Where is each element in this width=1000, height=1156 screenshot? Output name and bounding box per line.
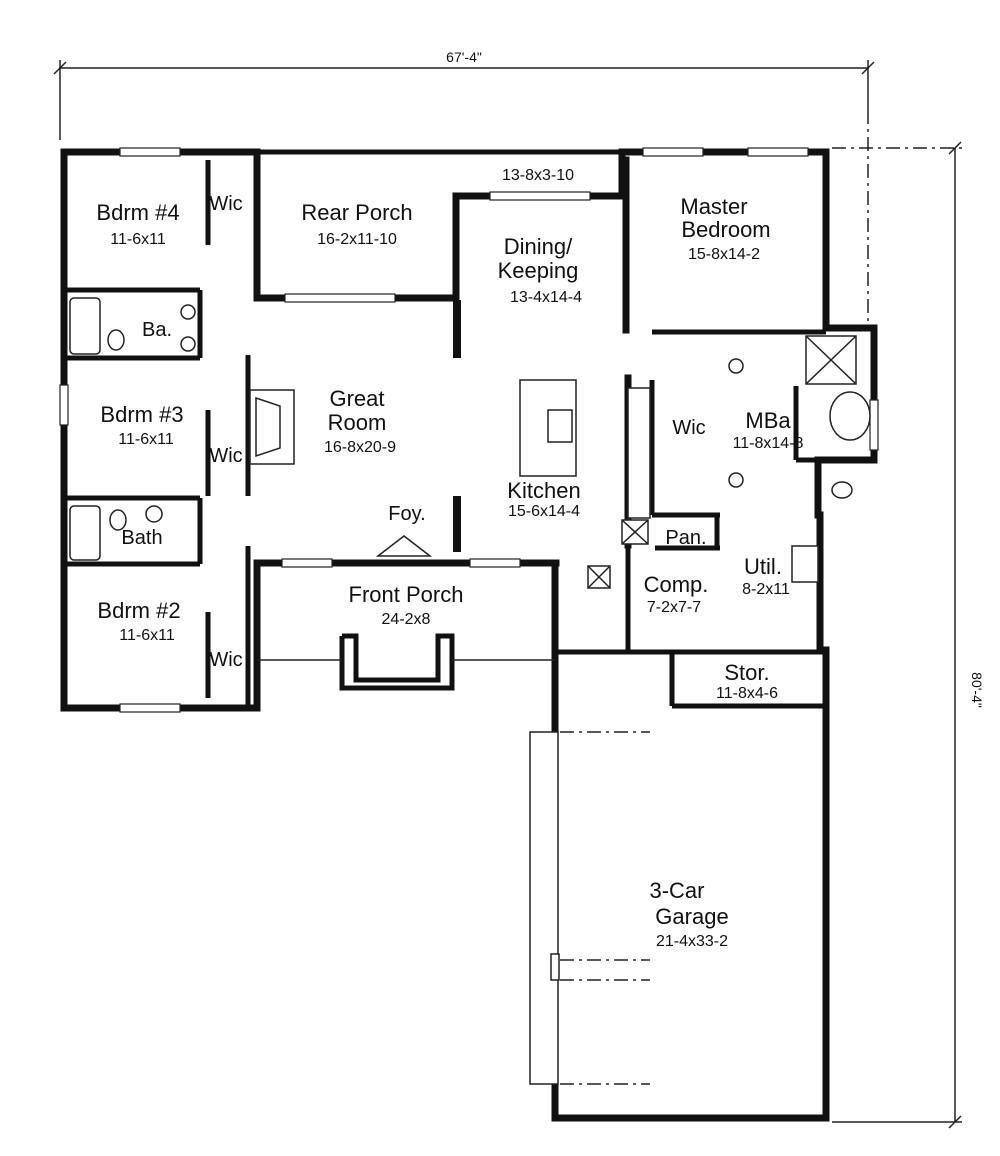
- room-bdrm3: Bdrm #3 11-6x11: [100, 402, 183, 448]
- room-comp: Comp. 7-2x7-7: [644, 572, 709, 616]
- rear-porch-name: Rear Porch: [301, 200, 412, 225]
- master-name-line2: Bedroom: [681, 217, 770, 242]
- kitchen-size: 15-6x14-4: [508, 503, 580, 520]
- front-porch-name: Front Porch: [349, 582, 464, 607]
- room-bdrm2: Bdrm #2 11-6x11: [97, 598, 180, 644]
- room-dining: Dining/ Keeping 13-4x14-4: [498, 234, 583, 306]
- ba-name: Ba.: [142, 319, 172, 341]
- garage-name-line2: Garage: [655, 904, 728, 929]
- rear-porch-ext-size: 13-8x3-10: [502, 167, 574, 184]
- room-front-porch: Front Porch 24-2x8: [349, 582, 464, 628]
- master-name-line1: Master: [680, 194, 747, 219]
- util-size: 8-2x11: [742, 581, 790, 598]
- stor-size: 11-8x4-6: [716, 685, 778, 702]
- garage-size: 21-4x33-2: [656, 933, 728, 950]
- dining-size: 13-4x14-4: [510, 289, 582, 306]
- room-stor: Stor. 11-8x4-6: [716, 660, 778, 702]
- comp-name: Comp.: [644, 572, 709, 597]
- bdrm4-size: 11-6x11: [110, 231, 166, 248]
- room-master-bedroom: Master Bedroom 15-8x14-2: [680, 194, 770, 263]
- exterior-walls: [60, 148, 878, 1122]
- garage-details: [529, 731, 650, 1085]
- stor-name: Stor.: [724, 660, 769, 685]
- dining-name-line2: Keeping: [498, 258, 579, 283]
- porch-columns: [257, 535, 555, 691]
- depth-dimension-label: 80'-4": [969, 672, 985, 708]
- great-room-name-line1: Great: [329, 386, 384, 411]
- width-dimension: 67'-4": [53, 49, 875, 330]
- room-kitchen: Kitchen 15-6x14-4: [507, 478, 580, 520]
- wic-master-name: Wic: [672, 417, 705, 439]
- rear-porch-size: 16-2x11-10: [317, 231, 397, 248]
- room-mba: MBa 11-8x14-8: [733, 408, 804, 452]
- bath-name: Bath: [121, 527, 162, 549]
- bdrm2-name: Bdrm #2: [97, 598, 180, 623]
- wic3-name: Wic: [209, 445, 242, 467]
- front-porch-size: 24-2x8: [382, 611, 431, 628]
- bdrm3-size: 11-6x11: [118, 431, 174, 448]
- room-bdrm4: Bdrm #4 11-6x11: [96, 200, 179, 248]
- great-room-name-line2: Room: [328, 410, 387, 435]
- garage-name-line1: 3-Car: [649, 878, 704, 903]
- mba-size: 11-8x14-8: [733, 435, 804, 452]
- util-name: Util.: [744, 554, 782, 579]
- dining-name-line1: Dining/: [504, 234, 573, 259]
- room-rear-porch: Rear Porch 16-2x11-10: [301, 200, 412, 248]
- width-dimension-label: 67'-4": [446, 49, 482, 65]
- bdrm3-name: Bdrm #3: [100, 402, 183, 427]
- wic2-name: Wic: [209, 649, 242, 671]
- bdrm4-name: Bdrm #4: [96, 200, 179, 225]
- room-garage: 3-Car Garage 21-4x33-2: [649, 878, 728, 950]
- comp-size: 7-2x7-7: [647, 599, 701, 616]
- depth-dimension: 80'-4": [832, 141, 985, 1129]
- master-size: 15-8x14-2: [688, 246, 760, 263]
- kitchen-name: Kitchen: [507, 478, 580, 503]
- fixtures: [69, 297, 871, 589]
- interior-walls: [64, 156, 826, 709]
- bdrm2-size: 11-6x11: [119, 627, 175, 644]
- foyer-name: Foy.: [388, 503, 425, 525]
- great-room-size: 16-8x20-9: [324, 439, 396, 456]
- pantry-name: Pan.: [665, 527, 706, 549]
- wic4-name: Wic: [209, 193, 242, 215]
- windows: [59, 147, 879, 713]
- mba-name: MBa: [745, 408, 791, 433]
- room-great-room: Great Room 16-8x20-9: [324, 386, 396, 456]
- room-util: Util. 8-2x11: [742, 554, 790, 598]
